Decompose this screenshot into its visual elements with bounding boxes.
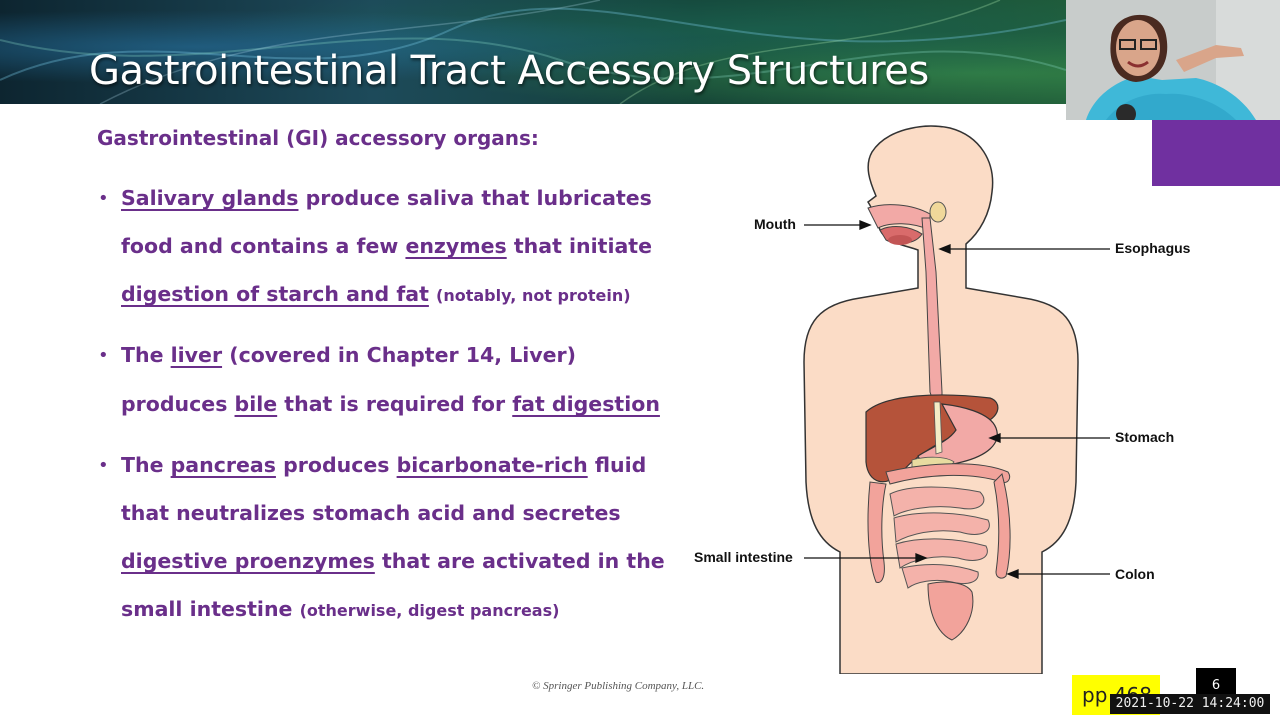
label-colon: Colon	[1115, 566, 1155, 582]
bullet-1-line-1: Salivary glands produce saliva that lubr…	[121, 186, 652, 210]
label-esophagus: Esophagus	[1115, 240, 1191, 256]
text-segment: food and contains a few	[121, 234, 406, 258]
key-term: pancreas	[170, 453, 276, 477]
presenter-avatar-icon	[1066, 0, 1280, 120]
text-segment: (notably, not protein)	[436, 286, 631, 305]
bullet-1-line-3: digestion of starch and fat (notably, no…	[121, 282, 631, 306]
label-stomach: Stomach	[1115, 429, 1175, 445]
text-segment: The	[121, 343, 171, 367]
text-segment: fluid	[587, 453, 647, 477]
bullet-3-line-1: The pancreas produces bicarbonate-rich f…	[121, 453, 646, 477]
accent-block	[1152, 120, 1280, 186]
key-term: liver	[170, 343, 223, 367]
key-term: Salivary glands	[121, 186, 299, 210]
title-banner: Gastrointestinal Tract Accessory Structu…	[0, 0, 1066, 104]
key-term: bile	[234, 392, 278, 416]
banner-swirl-decoration	[0, 0, 1066, 104]
label-small-intestine: Small intestine	[694, 549, 793, 565]
bullet-3-line-4: small intestine (otherwise, digest pancr…	[121, 597, 559, 621]
bullet-2-line-1: The liver (covered in Chapter 14, Liver)	[121, 343, 576, 367]
slide-title: Gastrointestinal Tract Accessory Structu…	[89, 48, 929, 94]
text-segment: that are activated in the	[374, 549, 665, 573]
bullet-marker: •	[98, 188, 109, 209]
text-segment: that neutralizes stomach acid and secret…	[121, 501, 621, 525]
text-segment: (otherwise, digest pancreas)	[299, 601, 560, 620]
text-segment: small intestine	[121, 597, 293, 621]
key-term: fat digestion	[512, 392, 660, 416]
digestive-system-illustration	[803, 125, 1110, 675]
bullet-marker: •	[98, 345, 109, 366]
text-segment: The	[121, 453, 171, 477]
key-term: digestive proenzymes	[121, 549, 375, 573]
text-segment: produce saliva that lubricates	[298, 186, 652, 210]
text-segment: produces	[121, 392, 235, 416]
bullet-1-line-2: food and contains a few enzymes that ini…	[121, 234, 652, 258]
presenter-webcam	[1066, 0, 1280, 120]
digestive-system-diagram: Mouth Esophagus Stomach Small intestine …	[690, 122, 1210, 675]
text-segment	[292, 597, 299, 621]
copyright-notice: © Springer Publishing Company, LLC.	[532, 680, 705, 692]
bullet-marker: •	[98, 455, 109, 476]
text-segment: that initiate	[506, 234, 653, 258]
text-segment: that is required for	[277, 392, 513, 416]
recording-timestamp: 2021-10-22 14:24:00	[1110, 694, 1270, 714]
bullet-3-line-3: digestive proenzymes that are activated …	[121, 549, 665, 573]
bullet-3-line-2: that neutralizes stomach acid and secret…	[121, 501, 621, 525]
text-segment: produces	[275, 453, 397, 477]
text-segment: (covered in Chapter 14, Liver)	[222, 343, 577, 367]
intro-heading: Gastrointestinal (GI) accessory organs:	[97, 126, 539, 150]
label-mouth: Mouth	[754, 216, 796, 232]
key-term: digestion of starch and fat	[121, 282, 429, 306]
key-term: enzymes	[405, 234, 507, 258]
key-term: bicarbonate-rich	[396, 453, 588, 477]
text-segment	[429, 282, 436, 306]
bullet-2-line-2: produces bile that is required for fat d…	[121, 392, 660, 416]
